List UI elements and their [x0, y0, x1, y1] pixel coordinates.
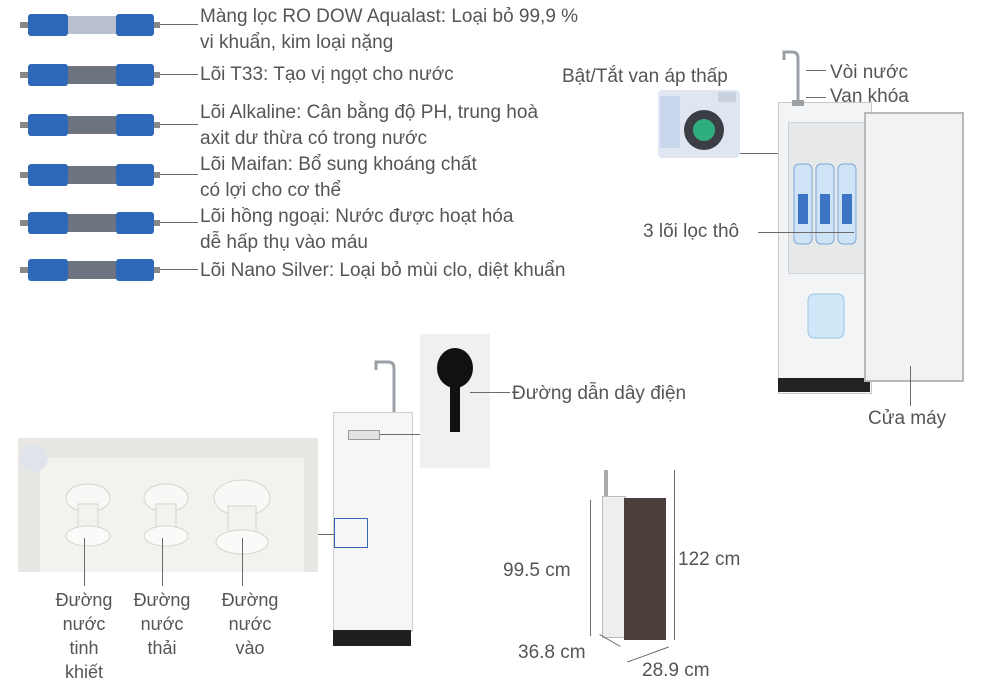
dim-machine-side: [602, 496, 626, 638]
cartridge-t33-icon: [20, 64, 160, 86]
port-fittings-icon: [65, 479, 271, 555]
machine-base: [778, 378, 870, 392]
dim-width: 36.8 cm: [518, 642, 586, 663]
cartridge-maifan-icon: [20, 164, 160, 186]
prefilters-callout: 3 lõi lọc thô: [643, 221, 740, 242]
machine-door: [864, 112, 964, 382]
cartridge-alkaline-icon: [20, 114, 160, 136]
cable-slot: [348, 430, 380, 440]
zoom-badge-icon: [20, 444, 48, 472]
switch-button-icon: [658, 90, 740, 158]
switch-callout: Bật/Tắt van áp thấp: [562, 66, 728, 87]
valve-callout: Van khóa: [830, 86, 909, 107]
dim-height-total: 122 cm: [678, 549, 741, 570]
side-machine-body: [333, 412, 413, 632]
cartridge-nano-silver-icon: [20, 259, 160, 281]
filter-nano-silver-label: Lõi Nano Silver: Loại bỏ mùi clo, diệt k…: [200, 260, 566, 281]
faucet-callout: Vòi nước: [830, 62, 908, 83]
dim-machine-front: [624, 498, 666, 640]
cartridge-ro-icon: [20, 14, 160, 36]
filter-ro-label: Màng lọc RO DOW Aqualast: Loại bỏ 99,9 %…: [200, 6, 579, 53]
side-machine-base: [333, 630, 411, 646]
prefilter-housings-icon: [793, 163, 857, 245]
cable-grommet-icon: [437, 348, 473, 432]
faucet-icon: [782, 50, 804, 106]
cable-callout: Đường dẫn dây điện: [512, 383, 687, 404]
filter-t33-label: Lõi T33: Tạo vị ngọt cho nước: [200, 64, 454, 85]
dim-height-body: 99.5 cm: [503, 560, 571, 581]
ports-highlight: [334, 518, 368, 548]
water-tank-icon: [807, 293, 845, 339]
dim-faucet: [604, 470, 608, 496]
dim-depth: 28.9 cm: [642, 660, 710, 681]
cartridge-infrared-icon: [20, 212, 160, 234]
side-faucet-icon: [374, 360, 396, 412]
door-callout: Cửa máy: [868, 408, 947, 429]
